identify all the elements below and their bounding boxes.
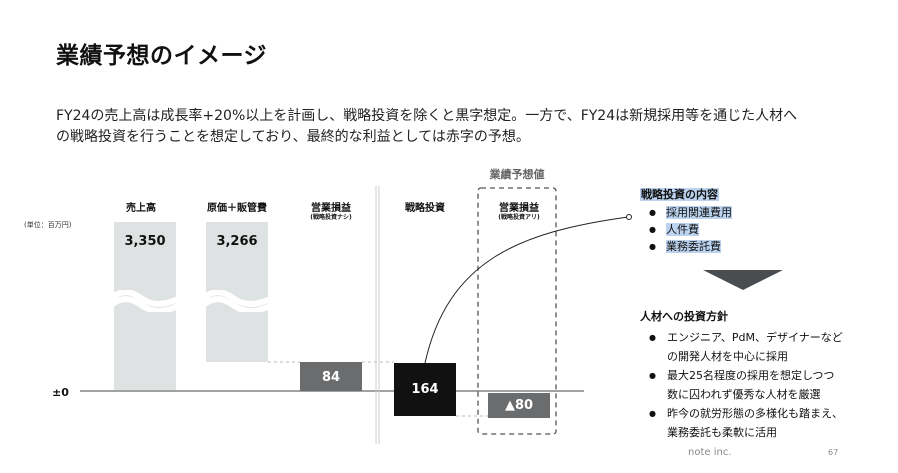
col-header-operating-profit: 営業損益 — [311, 203, 351, 214]
col-sub-with-strategic: (戦略投資アリ) — [498, 214, 540, 221]
bar-forecast-profit — [488, 393, 550, 418]
value-forecast-profit: ▲80 — [504, 398, 534, 413]
lead-line-1: FY24の売上高は成長率+20%以上を計画し、戦略投資を除くと黒字想定。一方で、… — [56, 108, 798, 124]
col-header-strategic: 戦略投資 — [405, 203, 445, 214]
col-sub-no-strategic: (戦略投資ナシ) — [310, 214, 352, 221]
page-title: 業績予想のイメージ — [56, 43, 268, 69]
col-header-forecast-profit: 営業損益 — [499, 203, 539, 214]
strategy-item: 人件費 — [640, 221, 732, 238]
strategy-title: 戦略投資の内容 — [640, 188, 719, 201]
col-header-revenue: 売上高 — [126, 203, 156, 214]
value-strategic: 164 — [411, 382, 439, 397]
col-header-cost: 原価＋販管費 — [207, 203, 267, 214]
unit-label: (単位：百万円) — [24, 221, 72, 229]
zero-label: ±0 — [52, 386, 69, 399]
lead-line-2: の戦略投資を行うことを想定しており、最終的な利益としては赤字の予想。 — [56, 129, 530, 145]
bar-strategic — [394, 363, 456, 416]
footer-company: note inc. — [688, 447, 732, 458]
axis-break-icon — [108, 290, 274, 312]
value-cost: 3,266 — [216, 234, 258, 249]
footer-page-number: 67 — [828, 448, 839, 457]
forecast-label: 業績予想値 — [489, 168, 545, 181]
bar-operating-profit — [300, 362, 362, 391]
policy-title: 人材への投資方針 — [640, 310, 728, 323]
strategy-item: 採用関連費用 — [640, 204, 732, 221]
policy-item: 昨今の就労形態の多様化も踏まえ、業務委託も柔軟に活用 — [640, 404, 897, 442]
strategy-panel: 戦略投資の内容 採用関連費用 人件費 業務委託費 — [640, 183, 732, 255]
value-operating-profit: 84 — [321, 370, 341, 385]
strategy-item: 業務委託費 — [640, 238, 732, 255]
value-revenue: 3,350 — [124, 234, 166, 249]
